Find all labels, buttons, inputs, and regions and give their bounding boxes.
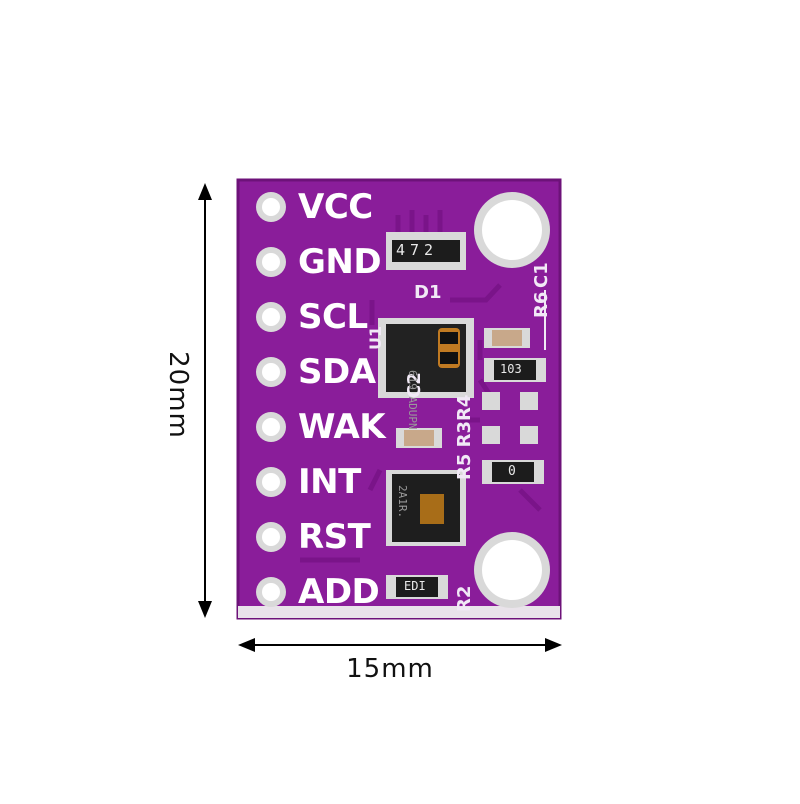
width-dimension-arrow	[238, 638, 562, 652]
capacitor-c2	[396, 428, 442, 448]
marking-472: 472	[396, 241, 439, 259]
height-dimension-arrow	[198, 183, 212, 618]
pcb-traces	[300, 210, 542, 563]
silk-c1: C1	[531, 262, 552, 288]
pin-label-wak: WAK	[298, 407, 386, 447]
resistor-edi	[386, 575, 448, 599]
pin-label-add: ADD	[298, 572, 380, 612]
main-chip	[378, 318, 474, 398]
resistor-0	[482, 460, 544, 484]
pin-label-rst: RST	[298, 517, 371, 557]
marking-chip-main: 619 ADUPN	[406, 370, 419, 430]
pin-label-vcc: VCC	[298, 187, 373, 227]
silk-d1: D1	[414, 282, 442, 303]
silk-r6: R6	[531, 291, 552, 318]
mounting-holes	[474, 192, 550, 608]
marking-edi: EDI	[404, 579, 426, 593]
pin-label-sda: SDA	[298, 352, 376, 392]
marking-chip-sensor: 2A1R.	[396, 485, 409, 519]
resistor-array	[386, 232, 466, 270]
marking-0: 0	[508, 464, 516, 479]
silk-u1: U1	[366, 325, 385, 350]
marking-103: 103	[500, 362, 522, 376]
sensor-chip	[386, 470, 466, 546]
pin-label-gnd: GND	[298, 242, 382, 282]
pin-label-int: INT	[298, 462, 361, 502]
width-dimension-label: 15mm	[346, 654, 434, 684]
silk-r5-r3-r4: R5 R3R4	[454, 394, 475, 480]
capacitor-c1	[484, 328, 530, 348]
resistor-103	[484, 358, 546, 382]
small-pads	[482, 392, 538, 444]
header-pads	[256, 192, 286, 607]
silk-r2: R2	[454, 585, 475, 612]
height-dimension-label: 20mm	[163, 351, 193, 439]
pin-label-scl: SCL	[298, 297, 368, 337]
